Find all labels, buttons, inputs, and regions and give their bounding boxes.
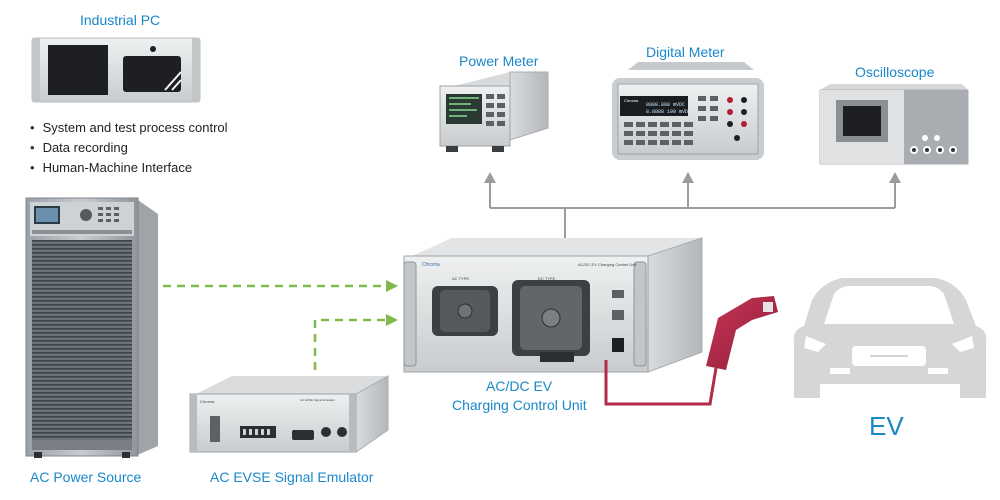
oscilloscope-device: [819, 84, 969, 165]
ev-car-icon: [793, 278, 987, 398]
pc-feature-list: System and test process control Data rec…: [30, 118, 228, 178]
ac-evse-emulator-device: Chroma AC EVSE Signal Emulator: [189, 375, 389, 453]
power-source-signal-line: [163, 280, 398, 292]
ccu-label-line2: Charging Control Unit: [452, 397, 587, 413]
power-meter-device: [439, 71, 549, 152]
ccu-brand: Chroma: [422, 262, 440, 268]
pc-feature-item: Data recording: [30, 138, 228, 158]
dmm-display-line-1: 8888.888 mVDC: [646, 102, 685, 108]
arrow-to-power-meter: [484, 172, 496, 183]
instrument-connector-lines: [489, 183, 896, 240]
emulator-panel-title: AC EVSE Signal Emulator: [300, 398, 335, 402]
ccu-left-port-label: AC TYPE: [452, 276, 469, 281]
ac-power-source-device: [25, 197, 158, 458]
dmm-display-line-2: 8.8888 100 mVDC: [646, 109, 691, 115]
ccu-right-port-label: DC TYPE: [538, 276, 556, 281]
digital-meter-label: Digital Meter: [646, 44, 725, 60]
charging-cable: [604, 296, 778, 406]
ccu-label-line1: AC/DC EV: [486, 378, 553, 394]
digital-meter-device: Chroma 8888.888 mVDC 8.8888 100 mVDC: [612, 62, 764, 160]
ac-evse-emulator-label: AC EVSE Signal Emulator: [210, 469, 374, 485]
emulator-brand: Chroma: [200, 399, 215, 404]
oscilloscope-label: Oscilloscope: [855, 64, 935, 80]
industrial-pc-label: Industrial PC: [80, 12, 161, 28]
industrial-pc-device: [31, 37, 201, 103]
emulator-signal-line: [313, 314, 398, 370]
power-meter-label: Power Meter: [459, 53, 539, 69]
charging-control-unit-device: Chroma AC/DC EV Charging Control Unit AC…: [403, 237, 703, 373]
arrow-to-oscilloscope: [889, 172, 901, 183]
arrow-to-digital-meter: [682, 172, 694, 183]
dmm-brand: Chroma: [624, 98, 639, 103]
ac-power-source-label: AC Power Source: [30, 469, 142, 485]
ev-label: EV: [869, 411, 904, 441]
pc-feature-item: System and test process control: [30, 118, 228, 138]
ccu-panel-title: AC/DC EV Charging Control Unit: [578, 262, 637, 267]
pc-feature-item: Human-Machine Interface: [30, 158, 228, 178]
